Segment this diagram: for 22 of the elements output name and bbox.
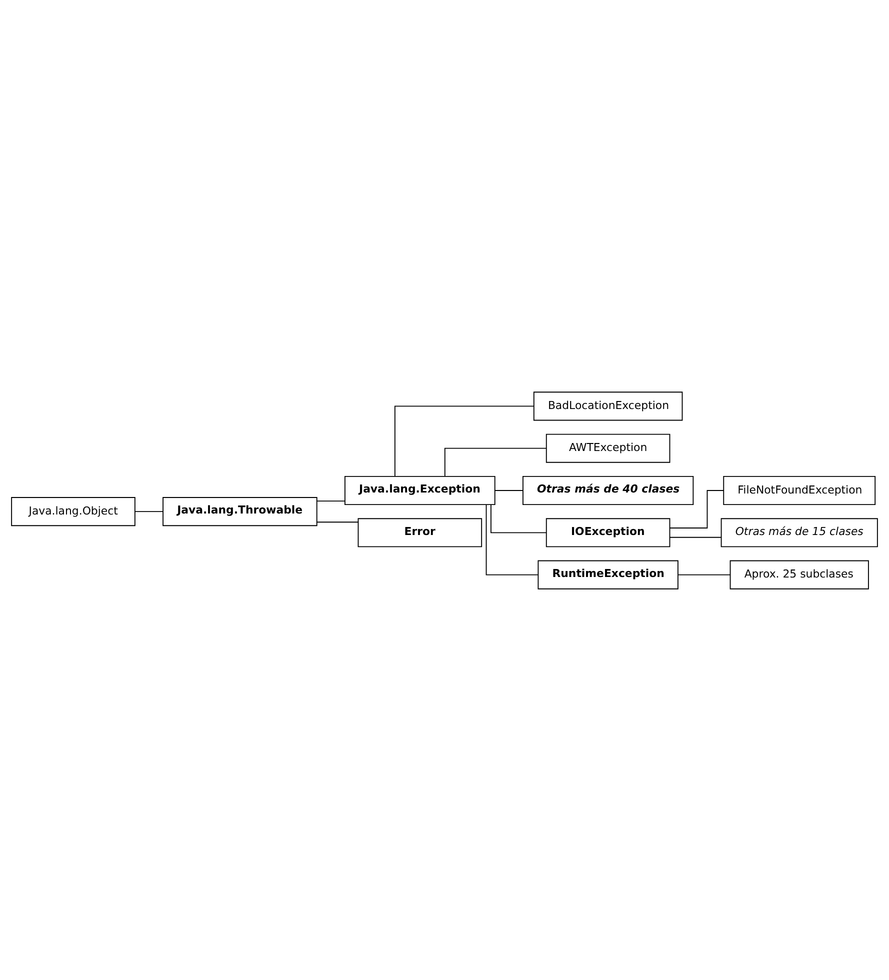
node-box: Otras más de 15 clases (720, 518, 878, 547)
connector (394, 405, 534, 476)
connector (490, 504, 547, 533)
node-box: Java.lang.Exception (344, 475, 496, 505)
connector (316, 521, 359, 522)
connector (678, 574, 731, 575)
node-box: BadLocationException (533, 391, 683, 420)
node-box: IOException (546, 518, 670, 547)
node-box: Java.lang.Throwable (162, 496, 318, 526)
node-box: Error (358, 518, 482, 547)
connector (670, 490, 724, 528)
node-box: FileNotFoundException (723, 475, 876, 505)
connector (444, 447, 547, 476)
connector (669, 536, 722, 538)
connector (486, 504, 538, 575)
node-box: Aprox. 25 subclases (730, 560, 869, 589)
node-box: Java.lang.Object (11, 496, 136, 526)
node-box: AWTException (546, 433, 670, 462)
connector (316, 500, 346, 501)
node-box: RuntimeException (538, 560, 678, 589)
node-box: Otras más de 40 clases (522, 475, 694, 505)
connector (134, 510, 164, 512)
